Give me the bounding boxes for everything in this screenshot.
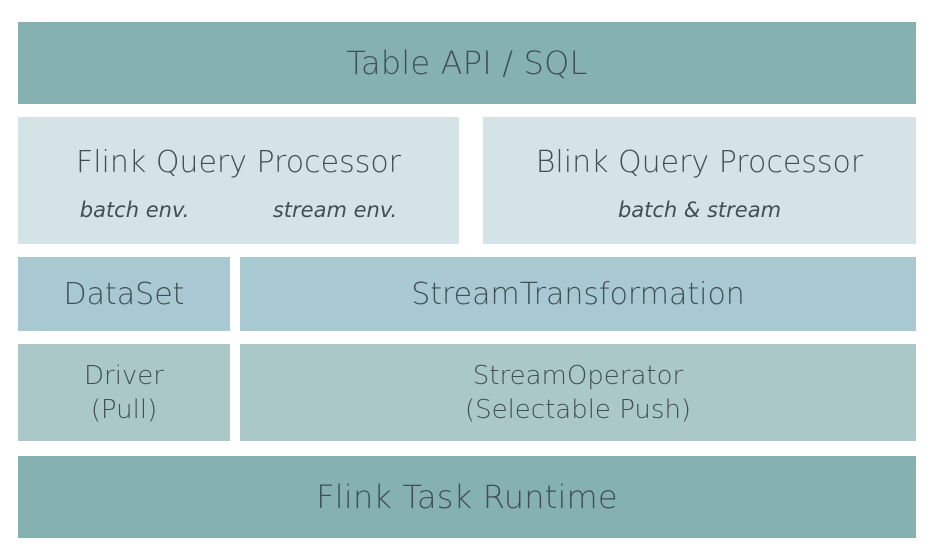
flink-task-runtime-layer: Flink Task Runtime — [18, 456, 916, 538]
table-api-sql-label: Table API / SQL — [346, 44, 588, 82]
blink-query-processor-title: Blink Query Processor — [535, 145, 864, 180]
selectable-push-label: (Selectable Push) — [464, 394, 692, 425]
blink-batch-stream-label: batch & stream — [617, 198, 782, 222]
flink-task-runtime-label: Flink Task Runtime — [316, 478, 618, 516]
flink-stream-env-label: stream env. — [272, 198, 398, 222]
driver-pull-label: (Pull) — [90, 394, 158, 425]
stream-operator-label: StreamOperator — [472, 360, 684, 391]
stream-operator-box: StreamOperator (Selectable Push) — [240, 344, 916, 441]
flink-query-processor-box: Flink Query Processor batch env. stream … — [18, 117, 459, 244]
blink-query-processor-box: Blink Query Processor batch & stream — [483, 117, 916, 244]
stream-transformation-box: StreamTransformation — [240, 257, 916, 331]
stream-transformation-label: StreamTransformation — [411, 276, 745, 312]
flink-batch-env-label: batch env. — [79, 198, 190, 222]
table-api-sql-layer: Table API / SQL — [18, 22, 916, 104]
dataset-box: DataSet — [18, 257, 230, 331]
flink-query-processor-title: Flink Query Processor — [75, 145, 402, 180]
driver-box: Driver (Pull) — [18, 344, 230, 441]
dataset-label: DataSet — [63, 276, 185, 312]
driver-label: Driver — [83, 360, 164, 391]
